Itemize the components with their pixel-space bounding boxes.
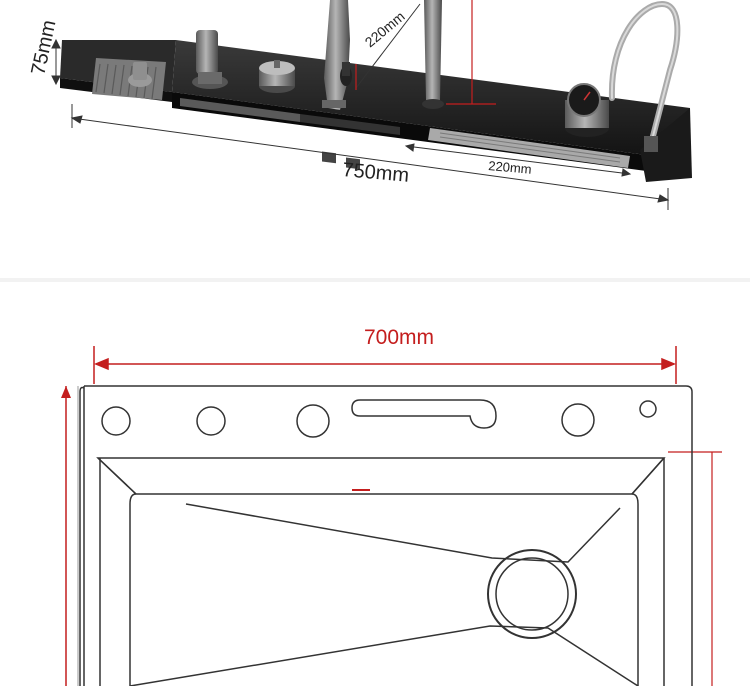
waterfall-outlet (428, 128, 630, 168)
right-height-dimension (668, 451, 722, 686)
sink-plan-view-svg: 700mm (61, 326, 722, 686)
left-height-dimension (61, 386, 79, 686)
control-knob (259, 60, 295, 93)
width-dimension-label: 750mm (342, 159, 410, 187)
drain (487, 549, 577, 639)
width-dimension (93, 346, 677, 384)
pullout-faucet (322, 0, 352, 110)
drainer-rack (92, 58, 166, 100)
sink-top-view-panel: 75mm 750mm 220mm 220mm (0, 0, 750, 278)
deck-outline (79, 385, 693, 686)
section-divider (0, 278, 750, 282)
dimension-lines (51, 3, 670, 210)
digital-display-knob (565, 83, 609, 137)
fitting-holes (101, 399, 657, 438)
main-faucet (422, 0, 444, 109)
front-panel-strip (180, 98, 400, 170)
plan-width-label: 700mm (364, 326, 434, 349)
sink-top-view-svg: 75mm 750mm 220mm 220mm (27, 0, 692, 210)
red-marker-lines (355, 0, 496, 105)
soap-dispenser (192, 30, 228, 89)
sink-plan-view-panel: 700mm (0, 282, 750, 686)
sink-bowl (96, 457, 666, 686)
waterfall-length-label: 220mm (488, 158, 533, 177)
gooseneck-sprayer (608, 0, 681, 152)
